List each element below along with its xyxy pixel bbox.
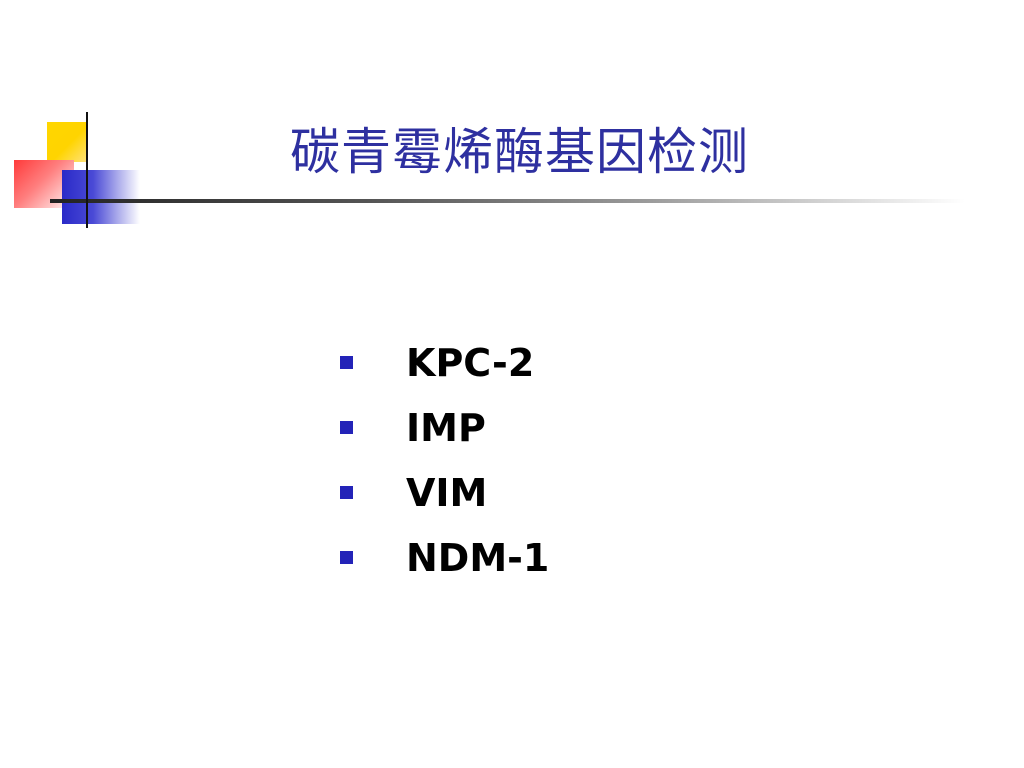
decorative-vertical-line bbox=[86, 112, 88, 228]
list-item: KPC-2 bbox=[340, 330, 549, 395]
bullet-text: KPC-2 bbox=[406, 340, 535, 385]
bullet-text: VIM bbox=[406, 470, 488, 515]
list-item: VIM bbox=[340, 460, 549, 525]
square-bullet-icon bbox=[340, 486, 353, 499]
bullet-text: IMP bbox=[406, 405, 486, 450]
square-bullet-icon bbox=[340, 551, 353, 564]
decorative-yellow-square bbox=[47, 122, 87, 162]
title-underline-rule bbox=[50, 199, 965, 203]
bullet-text: NDM-1 bbox=[406, 535, 550, 580]
square-bullet-icon bbox=[340, 421, 353, 434]
list-item: NDM-1 bbox=[340, 525, 549, 590]
decorative-blue-square bbox=[62, 170, 140, 224]
list-item: IMP bbox=[340, 395, 549, 460]
bullet-list: KPC-2 IMP VIM NDM-1 bbox=[340, 330, 549, 590]
square-bullet-icon bbox=[340, 356, 353, 369]
slide-title: 碳青霉烯酶基因检测 bbox=[290, 123, 749, 181]
